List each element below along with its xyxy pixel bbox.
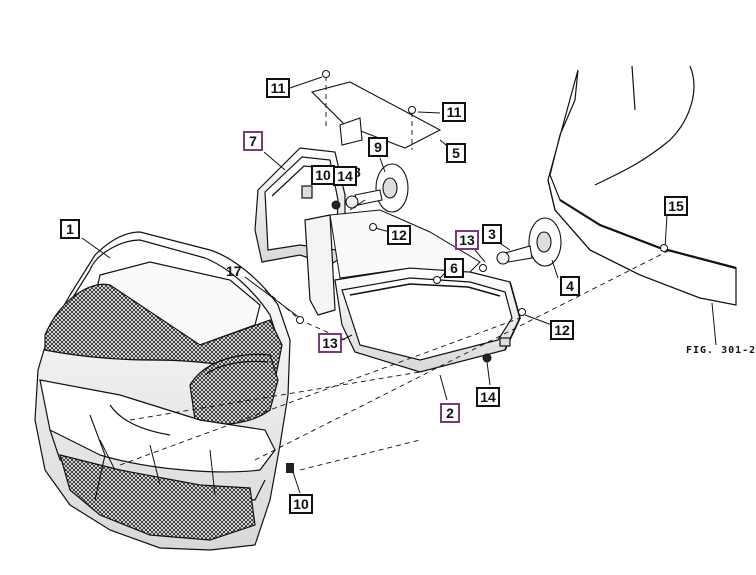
lamp-bulb-left (345, 163, 409, 213)
callout-2: 2 (440, 403, 460, 423)
callout-1: 1 (60, 219, 80, 239)
callout-6: 6 (444, 258, 464, 278)
lamp-bulb-right (496, 217, 562, 267)
callout-11-right: 11 (442, 102, 466, 122)
callout-5: 5 (446, 143, 466, 163)
top-bracket (310, 81, 442, 149)
callout-10-lower: 10 (289, 494, 313, 514)
callout-12-upper: 12 (387, 225, 411, 245)
callout-11-left: 11 (266, 78, 290, 98)
figure-reference: FIG. 301-2 (686, 345, 756, 356)
callout-3: 3 (482, 224, 502, 244)
fasteners (296, 70, 668, 363)
callout-17: 17 (226, 263, 242, 279)
callout-4: 4 (560, 276, 580, 296)
callout-7: 7 (243, 131, 263, 151)
callout-14-upper: 14 (333, 166, 357, 186)
front-grille-hood (34, 231, 294, 551)
callout-12-right: 12 (550, 320, 574, 340)
callout-14-lower: 14 (476, 387, 500, 407)
right-lamp-housing (334, 267, 521, 373)
callout-13-upper: 13 (455, 230, 479, 250)
exploded-parts-diagram (34, 65, 737, 551)
callout-10-upper: 10 (311, 165, 335, 185)
callout-15: 15 (664, 196, 688, 216)
callout-9: 9 (368, 137, 388, 157)
right-fender (547, 65, 737, 306)
leader-lines (81, 76, 717, 494)
callout-13-lower: 13 (318, 333, 342, 353)
